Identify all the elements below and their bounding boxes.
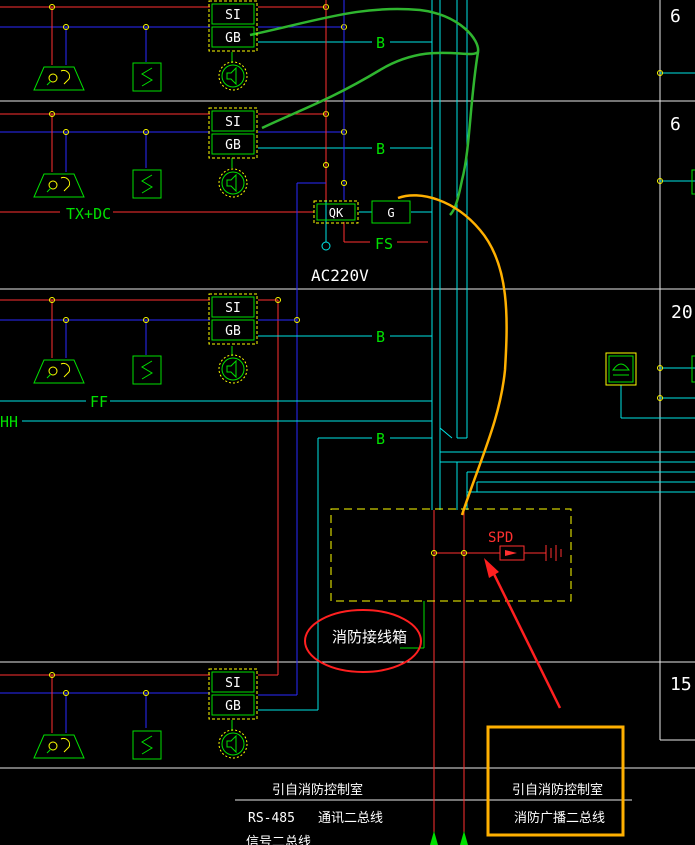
from-control-left: 引自消防控制室 [272,782,363,798]
si-gb-module-4: SI GB [208,668,258,720]
module-box-icon [132,169,162,199]
cyan-trunk [431,0,695,510]
junction-box-label: 消防接线箱 [332,628,407,646]
spd-device: SPD [488,530,562,561]
module-box-icon [132,355,162,385]
module-box-icon [132,62,162,92]
si-gb-module-1: SI GB [208,0,258,52]
floor3-junctions [49,297,149,323]
qk-g-area [321,200,432,251]
riser-lines [258,0,432,711]
junction-box-outline [330,508,572,602]
floor-number-second: 6 [670,114,681,135]
floor-labels: 6 6 20 15 [670,6,693,695]
g-module: G [371,200,411,224]
si-gb-module-2: SI GB [208,107,258,159]
rs485-label: RS-485 [248,811,295,826]
bus-arrows [430,831,468,845]
si-gb-modules: SI GB SI GB SI GB SI GB [208,0,258,720]
g-label: G [387,206,394,220]
b-label-floor2: B [376,140,385,158]
floor3-wiring [0,299,432,422]
spd-label: SPD [488,530,513,546]
b-label-floor3: B [376,328,385,346]
floor4-wiring [0,674,233,733]
speaker-icon [218,168,248,198]
orange-box-annotation [486,725,625,837]
fs-label: FS [375,235,393,253]
module-box-icon [132,730,162,760]
hh-label: HH [0,413,18,431]
floor-number-fourth: 15 [670,674,692,695]
from-control-right: 引自消防控制室 [512,782,603,798]
qk-label: QK [329,206,344,220]
gb-label: GB [225,31,241,46]
b-labels: B B B B [376,34,385,448]
speaker-icon [218,729,248,759]
alarm-bell-icon [33,66,85,91]
b-label-floor3b: B [376,430,385,448]
floor2-wiring [0,113,432,213]
tx-dc-label: TX+DC [66,205,111,223]
alarm-bell-icon [33,359,85,384]
qk-module: QK [313,200,359,224]
floor-devices [33,61,248,760]
alarm-bell-icon [33,173,85,198]
hand-drawn-orange-stroke [397,194,508,516]
right-wiring [620,72,695,419]
gb-label: GB [225,699,241,714]
right-junctions [657,70,663,401]
signal-bus-label: 信号二总线 [246,835,311,845]
floor4-junctions [49,672,149,696]
si-label: SI [225,676,241,691]
bus-junctions [431,550,467,556]
telephone-icon [605,352,637,386]
red-arrow-annotation [484,558,562,709]
gb-label: GB [225,324,241,339]
si-gb-module-3: SI GB [208,293,258,345]
si-label: SI [225,8,241,23]
gb-label: GB [225,138,241,153]
bottom-notes: 引自消防控制室 引自消防控制室 RS-485 通讯二总线 消防广播二总线 信号二… [246,782,605,845]
red-circle-annotation [304,609,422,673]
ac220v-label: AC220V [311,266,369,285]
speaker-icon [218,354,248,384]
hand-drawn-green-stroke [249,7,480,130]
alarm-bell-icon [33,734,85,759]
b-label-floor1: B [376,34,385,52]
floor-number-top: 6 [670,6,681,27]
floor-number-third: 20 [671,302,693,323]
broadcast-bus-label: 消防广播二总线 [514,810,605,826]
comm-bus-label: 通讯二总线 [318,811,383,826]
ff-label: FF [90,393,108,411]
floor1-wiring [0,6,432,65]
si-label: SI [225,301,241,316]
si-label: SI [225,115,241,130]
speaker-icon [218,61,248,91]
